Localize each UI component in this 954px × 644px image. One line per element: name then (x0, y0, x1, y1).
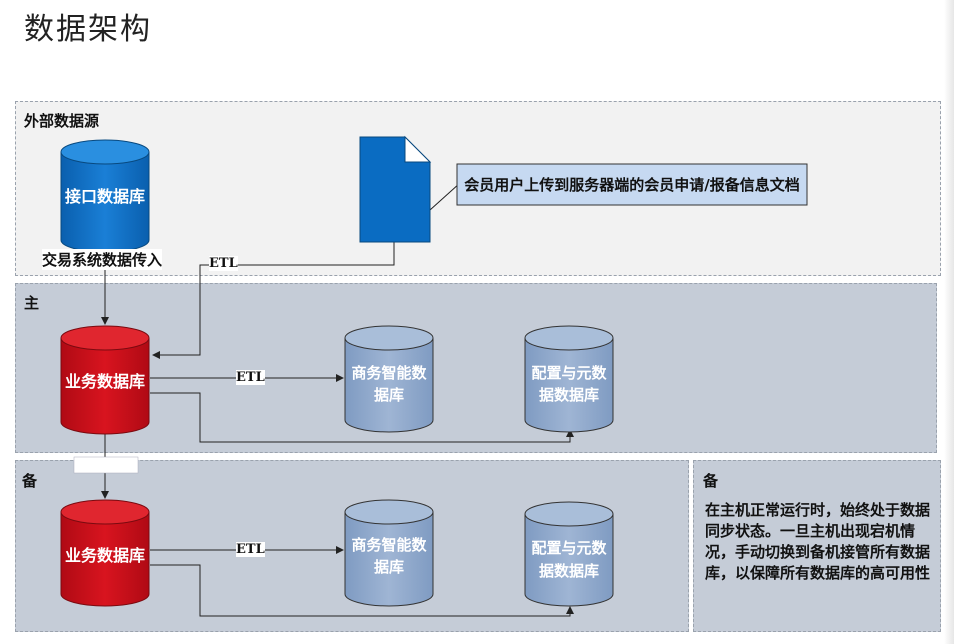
primary-bi-db-cylinder (344, 325, 434, 433)
primary-config-db-label-line1: 配置与元数 (531, 364, 607, 382)
interface-db-label: 接口数据库 (65, 187, 145, 206)
backup-note-label: 备 (703, 472, 719, 490)
doc-etl-label: ETL (209, 256, 238, 271)
primary-bi-db-label-line2: 据库 (374, 386, 404, 404)
backup-bi-db-label-line2: 据库 (374, 558, 404, 576)
backup-config-db-label-line1: 配置与元数 (531, 539, 607, 557)
primary-config-db-cylinder (524, 325, 614, 433)
backup-config-db-cylinder (524, 501, 614, 607)
backup-config-db-label-line2: 据数据库 (539, 562, 599, 580)
backup-bi-db-cylinder (344, 499, 434, 607)
primary-config-edge (150, 392, 574, 443)
primary-business-db-cylinder (60, 325, 150, 435)
backup-note-text: 在主机正常运行时，始终处于数据同步状态。一旦主机出现宕机情况，手动切换到备机接管… (705, 501, 931, 582)
primary-config-db-label-line2: 据数据库 (539, 386, 599, 404)
sync-bar (73, 456, 139, 474)
backup-business-db-label: 业务数据库 (65, 546, 145, 565)
interface-db-cylinder (60, 139, 150, 253)
doc-etl-edge (152, 242, 395, 359)
backup-business-db-cylinder (60, 499, 150, 607)
primary-business-db-label: 业务数据库 (65, 372, 145, 391)
backup-note-region (693, 460, 941, 632)
document-caption: 会员用户上传到服务器端的会员申请/报备信息文档 (464, 176, 799, 194)
primary-etl-label: ETL (236, 370, 265, 385)
callout-pointer (429, 182, 461, 211)
right-edge-gradient (944, 0, 954, 644)
page-title: 数据架构 (24, 12, 152, 47)
document-caption-box (456, 163, 808, 206)
external-sources-label: 外部数据源 (24, 112, 100, 130)
backup-region-label: 备 (22, 472, 38, 490)
backup-bi-db-label-line1: 商务智能数 (351, 536, 427, 554)
primary-bi-db-label-line1: 商务智能数 (351, 364, 427, 382)
backup-config-edge (150, 564, 574, 617)
primary-region (15, 283, 937, 453)
primary-region-label: 主 (24, 294, 40, 312)
document-icon (359, 135, 432, 243)
trade-feed-label: 交易系统数据传入 (42, 249, 163, 270)
backup-etl-label: ETL (236, 542, 265, 557)
